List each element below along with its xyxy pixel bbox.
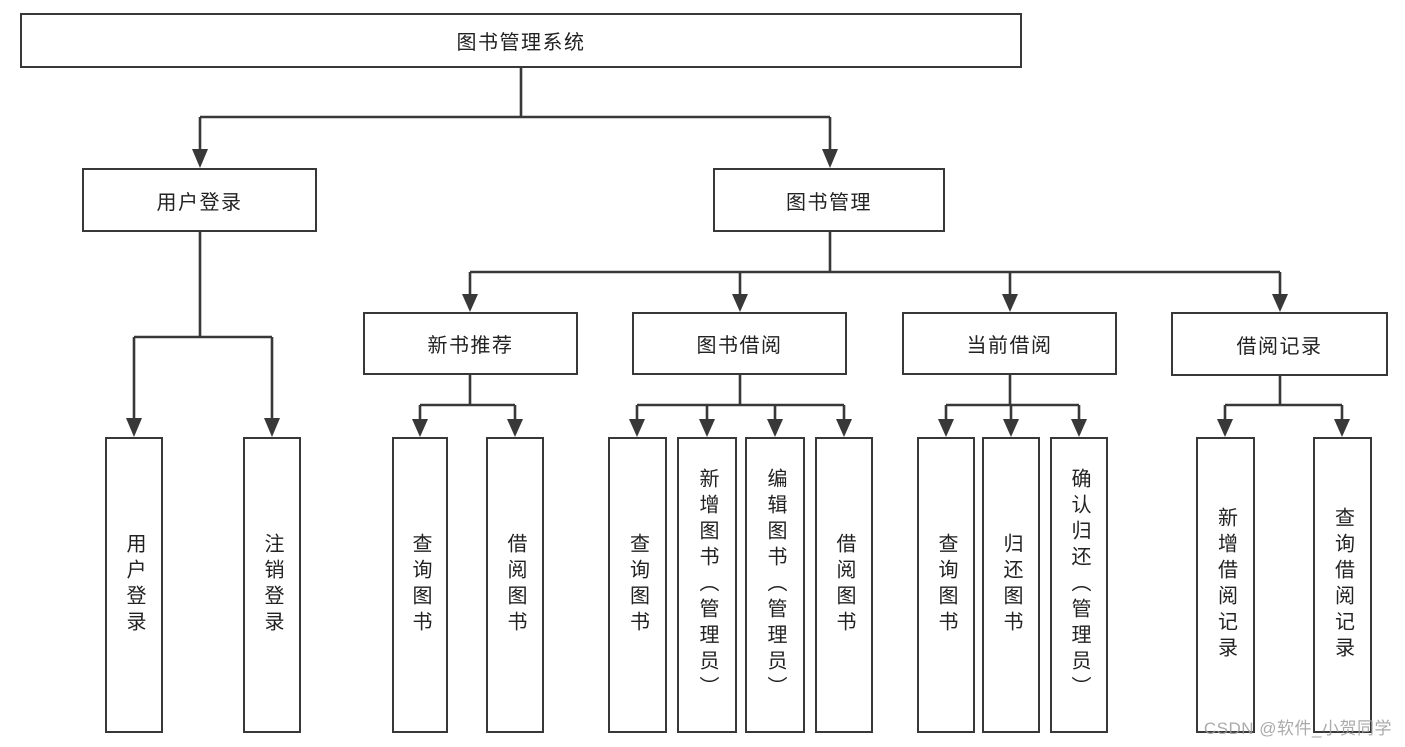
csdn-watermark: CSDN @软件_小贺同学 bbox=[1203, 719, 1392, 738]
node-new-book-recommend-label: 新书推荐 bbox=[427, 335, 514, 357]
node-borrow-record: 借阅记录 bbox=[1171, 312, 1388, 376]
leaf-borrow-book-recommend: 借阅图书 bbox=[486, 437, 544, 733]
leaf-query-book-borrow-label: 查询图书 bbox=[626, 533, 649, 637]
leaf-query-book-recommend-label: 查询图书 bbox=[409, 533, 431, 637]
connector-book-borrow-children bbox=[629, 375, 852, 437]
connector-user-login-children bbox=[126, 232, 280, 437]
leaf-return-book-label: 归还图书 bbox=[1000, 533, 1022, 637]
leaf-borrow-book: 借阅图书 bbox=[815, 437, 873, 733]
node-user-login-label: 用户登录 bbox=[156, 191, 243, 214]
node-current-borrow: 当前借阅 bbox=[902, 312, 1117, 375]
node-user-login: 用户登录 bbox=[82, 168, 317, 232]
node-current-borrow-label: 当前借阅 bbox=[966, 335, 1053, 357]
leaf-query-book-current: 查询图书 bbox=[917, 437, 975, 733]
node-borrow-record-label: 借阅记录 bbox=[1236, 335, 1323, 358]
leaf-query-book-borrow: 查询图书 bbox=[608, 437, 667, 733]
leaf-edit-book-admin-label: 编辑图书（管理员） bbox=[764, 468, 786, 702]
leaf-add-book-admin-label: 新增图书（管理员） bbox=[696, 468, 718, 702]
leaf-borrow-book-label: 借阅图书 bbox=[833, 533, 855, 637]
connector-new-book-recommend-children bbox=[412, 375, 523, 437]
leaf-edit-book-admin: 编辑图书（管理员） bbox=[745, 437, 805, 733]
leaf-logout-label: 注销登录 bbox=[261, 533, 283, 637]
leaf-confirm-return-admin-label: 确认归还（管理员） bbox=[1068, 468, 1090, 702]
leaf-add-book-admin: 新增图书（管理员） bbox=[677, 437, 737, 733]
leaf-user-login-label: 用户登录 bbox=[123, 533, 145, 637]
connector-current-borrow-children bbox=[938, 375, 1087, 437]
node-new-book-recommend: 新书推荐 bbox=[363, 312, 578, 375]
leaf-confirm-return-admin: 确认归还（管理员） bbox=[1050, 437, 1108, 733]
leaf-query-borrow-record: 查询借阅记录 bbox=[1313, 437, 1372, 733]
connector-book-management-children bbox=[462, 232, 1288, 312]
leaf-return-book: 归还图书 bbox=[982, 437, 1040, 733]
node-book-management: 图书管理 bbox=[713, 168, 945, 232]
node-book-borrow: 图书借阅 bbox=[632, 312, 847, 375]
connector-root-to-level2 bbox=[192, 68, 838, 168]
connector-borrow-record-children bbox=[1217, 376, 1350, 437]
leaf-query-borrow-record-label: 查询借阅记录 bbox=[1331, 507, 1354, 663]
node-book-management-label: 图书管理 bbox=[786, 191, 872, 214]
leaf-add-borrow-record-label: 新增借阅记录 bbox=[1214, 507, 1237, 663]
leaf-query-book-recommend: 查询图书 bbox=[392, 437, 448, 733]
leaf-add-borrow-record: 新增借阅记录 bbox=[1196, 437, 1255, 733]
node-book-borrow-label: 图书借阅 bbox=[696, 335, 783, 357]
leaf-user-login: 用户登录 bbox=[105, 437, 163, 733]
leaf-borrow-book-recommend-label: 借阅图书 bbox=[504, 533, 526, 637]
node-root: 图书管理系统 bbox=[20, 13, 1022, 68]
node-root-label: 图书管理系统 bbox=[456, 32, 586, 54]
leaf-logout: 注销登录 bbox=[243, 437, 301, 733]
leaf-query-book-current-label: 查询图书 bbox=[935, 533, 957, 637]
